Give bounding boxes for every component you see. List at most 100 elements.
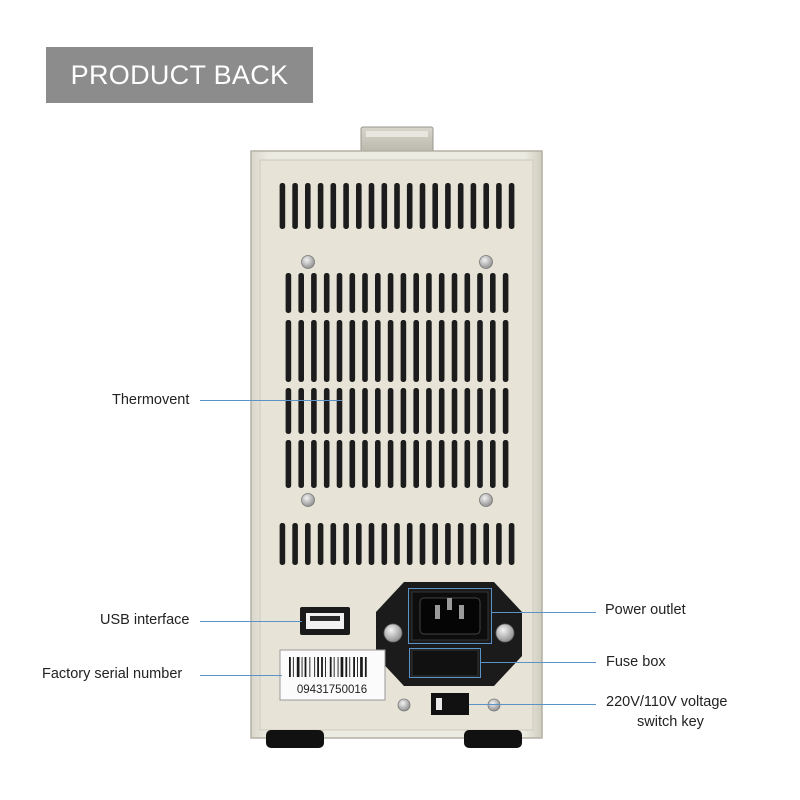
vent-slot [451, 440, 458, 488]
banner-title: PRODUCT BACK [70, 59, 289, 90]
barcode-bar [321, 657, 323, 677]
vent-slot [477, 388, 483, 434]
vent-slot [298, 440, 304, 488]
vent-slot [375, 440, 381, 488]
vent-slot [362, 440, 368, 488]
barcode-bar [301, 657, 303, 677]
barcode-bar [364, 657, 367, 677]
vent-slot [470, 183, 477, 229]
vent-slot [387, 440, 394, 488]
power-module [376, 582, 522, 686]
callout-line-usb [200, 621, 302, 622]
barcode-bar [340, 657, 344, 677]
vent-slot [362, 320, 368, 382]
vent-slot [438, 440, 445, 488]
vent-slot [477, 440, 483, 488]
vent-slot [394, 523, 400, 565]
vent-slot [279, 523, 286, 565]
vent-slot [336, 320, 343, 382]
vent-slot [438, 320, 445, 382]
vent-slot [400, 273, 407, 313]
vent-slot [349, 273, 356, 313]
vent-slot [362, 388, 368, 434]
vent-slot [381, 523, 388, 565]
barcode-bar [304, 657, 307, 677]
barcode-bar [329, 657, 332, 677]
vent-slot [375, 273, 381, 313]
vent-slot [400, 440, 407, 488]
vent-slot [298, 388, 304, 434]
vent-slot [445, 183, 451, 229]
vent-slot [426, 440, 432, 488]
vent-slot [483, 523, 489, 565]
vent-slot [432, 523, 438, 565]
vent-slot [496, 183, 502, 229]
vent-slot [330, 183, 337, 229]
voltage-switch [431, 693, 469, 715]
vent-slot [311, 440, 317, 488]
vent-slot [323, 440, 330, 488]
vent-slot [323, 320, 330, 382]
label-power-outlet: Power outlet [605, 602, 686, 618]
device-feet [266, 730, 522, 748]
vent-slot [387, 273, 394, 313]
vent-slot [451, 320, 458, 382]
vent-slot [490, 388, 496, 434]
vent-slot [336, 273, 343, 313]
vent-slot [285, 388, 292, 434]
callout-line-voltage-switch [469, 704, 596, 705]
vent-slot [464, 320, 471, 382]
vent-slot [502, 440, 509, 488]
vent-slot [330, 523, 337, 565]
vent-slot [406, 523, 413, 565]
vent-slot [457, 523, 464, 565]
vent-slot [285, 320, 292, 382]
label-thermovent: Thermovent [112, 392, 190, 408]
vent-slot [387, 320, 394, 382]
vent-slot [311, 388, 317, 434]
panel-screws [301, 255, 501, 712]
barcode-bar [349, 657, 351, 677]
barcode-bar [357, 657, 358, 677]
vent-slot [464, 273, 471, 313]
callout-box-fuse-box [409, 648, 481, 678]
vent-slot [311, 273, 317, 313]
vent-slot [426, 388, 432, 434]
vent-slot [381, 183, 388, 229]
barcode-bar [292, 657, 294, 677]
vent-slot [336, 388, 343, 434]
vent-slot [298, 273, 304, 313]
vent-slot [445, 523, 451, 565]
title-banner: PRODUCT BACK [46, 47, 313, 103]
vent-slot [432, 183, 438, 229]
label-usb-interface: USB interface [100, 612, 190, 628]
barcode-bar [345, 657, 348, 677]
vent-slot [311, 320, 317, 382]
vent-slot [362, 273, 368, 313]
label-factory-serial: Factory serial number [42, 666, 183, 682]
vent-slot [477, 273, 483, 313]
vent-slot [394, 183, 400, 229]
vent-slot [400, 388, 407, 434]
vent-slot [292, 523, 298, 565]
vent-slot [483, 183, 489, 229]
barcode-bar [360, 657, 363, 677]
vent-slot [406, 183, 413, 229]
vent-slot [305, 183, 311, 229]
callout-line-thermovent [200, 400, 342, 401]
callout-line-power-outlet [492, 612, 596, 613]
vent-slot [292, 183, 298, 229]
vent-slot [285, 273, 292, 313]
callout-line-serial [200, 675, 282, 676]
barcode-bar [333, 657, 335, 677]
vent-slot [368, 523, 375, 565]
vent-slot [508, 183, 515, 229]
vent-slot [356, 183, 362, 229]
vent-slot [451, 273, 458, 313]
vent-slot [426, 320, 432, 382]
vent-slot [375, 388, 381, 434]
vent-slot [323, 388, 330, 434]
vent-slot [356, 523, 362, 565]
vent-slot [279, 183, 286, 229]
vent-slot [477, 320, 483, 382]
